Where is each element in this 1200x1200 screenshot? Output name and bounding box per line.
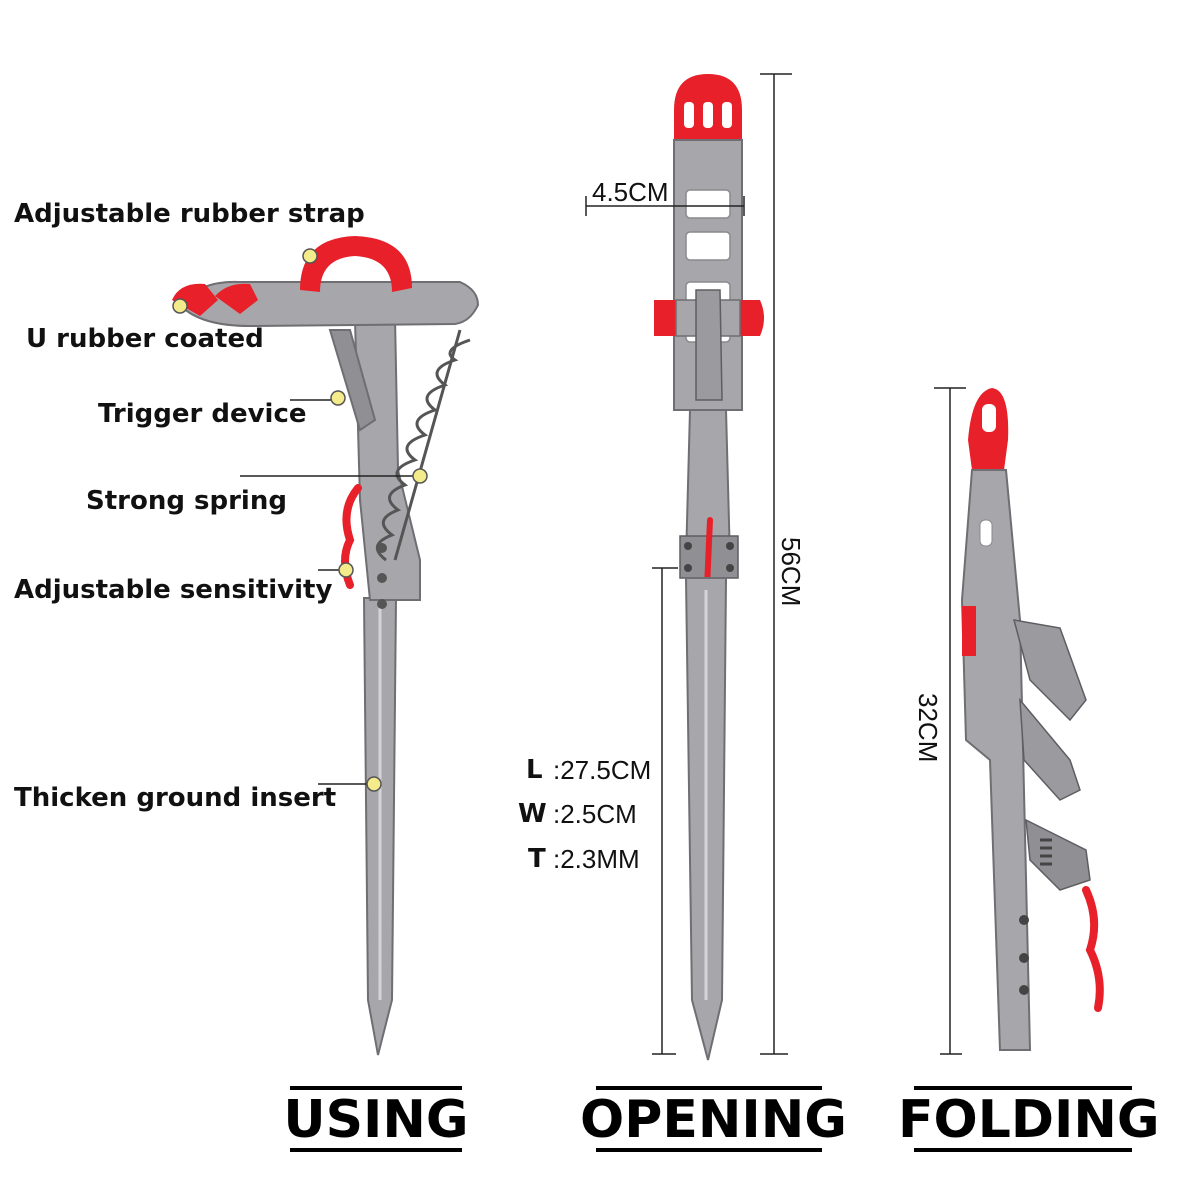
dimension-folded-length: 32CM	[913, 693, 943, 763]
caption-opening-top-rule	[596, 1086, 822, 1090]
callout-strong-spring: Strong spring	[86, 486, 287, 516]
marker-spring	[412, 468, 428, 484]
stake-length-key: L	[526, 755, 543, 785]
caption-using-top-rule	[290, 1086, 462, 1090]
folding-side-strap	[962, 606, 976, 656]
folding-lever	[1082, 886, 1104, 1012]
callout-u-rubber-coated: U rubber coated	[26, 324, 264, 354]
callout-trigger-device: Trigger device	[98, 399, 307, 429]
folding-body	[960, 469, 1032, 1051]
rubber-strap	[300, 236, 412, 292]
caption-folding-bottom-rule	[914, 1148, 1132, 1152]
dimension-tube-width: 4.5CM	[592, 177, 669, 207]
callout-adjustable-rubber-strap: Adjustable rubber strap	[14, 199, 365, 229]
stake-thickness-value: :2.3MM	[553, 844, 640, 874]
marker-trigger	[330, 390, 346, 406]
callout-thicken-ground-insert: Thicken ground insert	[14, 783, 337, 813]
stake-width-key: W	[518, 799, 547, 829]
stake-thickness-key: T	[528, 844, 546, 874]
stake-width-value: :2.5CM	[553, 799, 637, 829]
u-rubber-tip	[172, 283, 218, 316]
marker-u-rubber	[172, 298, 188, 314]
caption-using-bottom-rule	[290, 1148, 462, 1152]
caption-folding-top-rule	[914, 1086, 1132, 1090]
caption-folding: FOLDING	[898, 1090, 1160, 1150]
rod-holder-tube	[178, 280, 480, 328]
marker-strap	[302, 248, 318, 264]
stake-length-value: :27.5CM	[553, 755, 652, 785]
strong-spring	[375, 329, 471, 562]
caption-opening: OPENING	[580, 1090, 847, 1150]
callout-adjustable-sensitivity: Adjustable sensitivity	[14, 575, 333, 605]
caption-opening-bottom-rule	[596, 1148, 822, 1152]
marker-sensitivity	[338, 562, 354, 578]
marker-insert	[366, 776, 382, 792]
caption-using: USING	[283, 1090, 469, 1150]
